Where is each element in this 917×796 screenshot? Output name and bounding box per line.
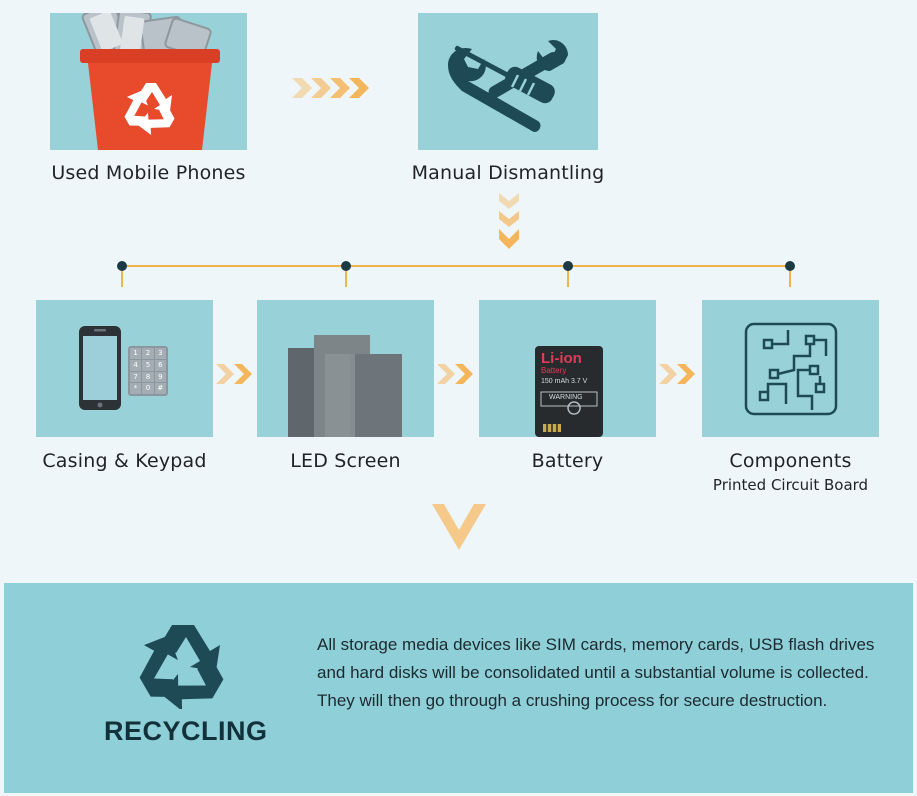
keypad-key: 0: [142, 383, 154, 394]
step-used-phones-label: Used Mobile Phones: [51, 162, 246, 184]
branch-connector: [117, 261, 795, 287]
part-casing-keypad-label: Casing & Keypad: [42, 450, 207, 472]
chevron-right-icon: [216, 364, 252, 384]
keypad-key: *: [130, 383, 142, 394]
recycle-icon: [139, 625, 224, 709]
keypad-key: 9: [154, 371, 166, 383]
screen-panels-icon: [288, 335, 402, 437]
keypad-key: 1: [130, 348, 142, 359]
part-battery-label: Battery: [531, 450, 604, 472]
keypad-key: 3: [154, 348, 166, 359]
battery-spec: 150 mAh 3.7 V: [541, 378, 588, 385]
battery-brand: Li-ion: [541, 350, 582, 367]
phone-keypad-icon: [79, 326, 168, 410]
keypad-key: 2: [142, 348, 154, 359]
part-led-screen-label: LED Screen: [290, 450, 401, 472]
battery-panel: Li-ion Battery 150 mAh 3.7 V WARNING: [479, 300, 656, 437]
keypad-key: 4: [130, 359, 142, 371]
led-screen-panel: [257, 300, 434, 437]
chevron-down-icon: [432, 504, 486, 550]
used-phones-panel: [50, 13, 247, 150]
keypad-key: 8: [142, 371, 154, 383]
recycle-bin-icon: [80, 13, 220, 150]
recycling-title: RECYCLING: [104, 716, 268, 746]
chevron-right-icon: [437, 364, 473, 384]
recycling-description: All storage media devices like SIM cards…: [317, 635, 875, 710]
components-panel: [702, 300, 879, 437]
recycling-panel: RECYCLING All storage media devices like…: [4, 583, 913, 793]
keypad-key: #: [154, 383, 166, 394]
keypad-key: 6: [154, 359, 166, 371]
circuit-board-icon: [744, 322, 838, 416]
keypad-key: 5: [142, 359, 154, 371]
chevron-right-icon: [292, 78, 369, 98]
battery-warning: WARNING: [549, 394, 583, 401]
battery-icon: [535, 346, 603, 437]
chevron-down-icon: [499, 193, 519, 249]
chevron-right-icon: [659, 364, 695, 384]
dismantling-panel: [418, 13, 598, 150]
keypad-key: 7: [130, 371, 142, 383]
battery-type: Battery: [541, 366, 567, 375]
part-components-sublabel: Printed Circuit Board: [712, 476, 869, 494]
wrench-screwdriver-icon: [448, 39, 568, 132]
part-components-label: Components: [729, 450, 852, 472]
step-dismantling-label: Manual Dismantling: [411, 162, 605, 184]
